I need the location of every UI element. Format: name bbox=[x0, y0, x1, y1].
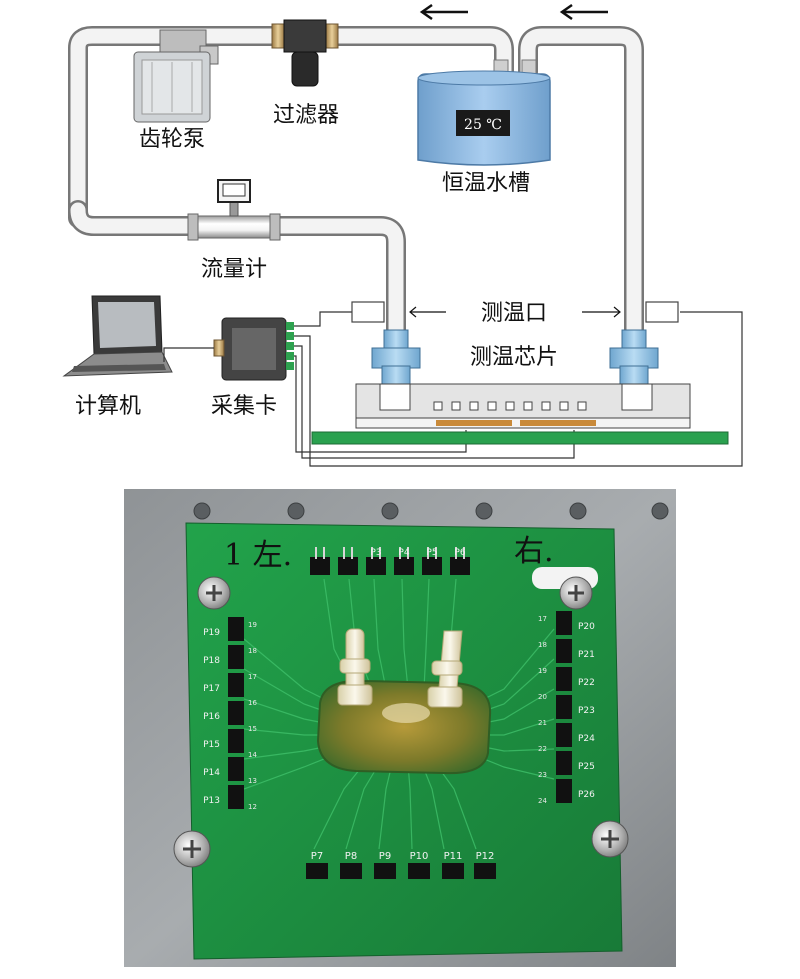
header-label: P3 bbox=[370, 548, 381, 558]
header-label: P13 bbox=[203, 796, 220, 806]
screw-icon bbox=[173, 830, 211, 868]
header-label: P23 bbox=[578, 706, 595, 716]
laptop-icon bbox=[62, 295, 173, 377]
pin-number: 13 bbox=[248, 777, 257, 785]
pin-number: 24 bbox=[538, 797, 547, 805]
bath-label: 恒温水槽 bbox=[442, 171, 530, 196]
header-label: P25 bbox=[578, 762, 595, 772]
flow-arrow-right bbox=[559, 3, 608, 21]
pin-number: 18 bbox=[248, 647, 257, 655]
header-column-left bbox=[228, 617, 244, 809]
filter-label: 过滤器 bbox=[273, 103, 339, 128]
flow-loop-schematic: 齿轮泵 过滤器 25 ℃ 恒温水槽 流量计 计算机 bbox=[62, 3, 743, 467]
header-label: P9 bbox=[379, 851, 391, 862]
fixture-holes bbox=[193, 502, 669, 520]
header-label: P12 bbox=[476, 851, 495, 862]
handwriting-left: 1 左. bbox=[224, 538, 292, 573]
header-label: P16 bbox=[203, 712, 220, 722]
pin-number: 17 bbox=[248, 673, 257, 681]
chip-cross-section bbox=[311, 383, 729, 445]
header-label: P15 bbox=[203, 740, 220, 750]
temp-port-left bbox=[351, 301, 385, 323]
header-label: P10 bbox=[410, 851, 429, 862]
header-label: P22 bbox=[578, 678, 595, 688]
pin-number: 23 bbox=[538, 771, 547, 779]
chip-connector-left bbox=[371, 329, 421, 385]
pin-number: 17 bbox=[538, 615, 547, 623]
header-label: P5 bbox=[426, 548, 437, 558]
header-label: P8 bbox=[345, 851, 357, 862]
bath-temperature-display: 25 ℃ bbox=[464, 117, 502, 133]
pump-label: 齿轮泵 bbox=[139, 127, 205, 152]
header-label: P21 bbox=[578, 650, 595, 660]
temp-port-right bbox=[645, 301, 679, 323]
header-label: P7 bbox=[311, 851, 323, 862]
temp-port-pointers bbox=[409, 306, 621, 318]
temp-chip-label: 测温芯片 bbox=[470, 345, 558, 370]
flow-arrow-left bbox=[419, 3, 468, 21]
header-label: P6 bbox=[454, 548, 465, 558]
handwriting-right: 右. bbox=[514, 534, 554, 569]
computer-label: 计算机 bbox=[75, 394, 141, 419]
water-bath-icon bbox=[417, 59, 551, 166]
header-label: P4 bbox=[398, 548, 409, 558]
pin-number: 14 bbox=[248, 751, 257, 759]
pin-number: 15 bbox=[248, 725, 257, 733]
pin-number: 19 bbox=[538, 667, 547, 675]
header-row-bottom bbox=[306, 863, 496, 879]
flowmeter-icon bbox=[187, 179, 281, 241]
temp-port-label: 测温口 bbox=[481, 301, 547, 326]
header-label: P24 bbox=[578, 734, 595, 744]
header-label: P11 bbox=[444, 851, 463, 862]
test-chip-photo: 1 左. 右. P3 P4 P5 P6 P19 P18 P17 P16 P15 … bbox=[124, 489, 676, 967]
daq-label: 采集卡 bbox=[211, 394, 277, 419]
filter-icon bbox=[271, 19, 339, 87]
screw-icon bbox=[591, 820, 629, 858]
header-label: P18 bbox=[203, 656, 220, 666]
chip-connector-right bbox=[609, 329, 659, 385]
gear-pump-icon bbox=[133, 29, 219, 123]
pipe-loop bbox=[68, 26, 644, 340]
header-label: P14 bbox=[203, 768, 220, 778]
pin-number: 20 bbox=[538, 693, 547, 701]
pin-number: 18 bbox=[538, 641, 547, 649]
header-row-top bbox=[310, 547, 470, 575]
tube-inlet bbox=[337, 628, 373, 706]
daq-card-icon bbox=[213, 317, 294, 381]
pin-number: 22 bbox=[538, 745, 547, 753]
header-label: P17 bbox=[203, 684, 220, 694]
header-label: P26 bbox=[578, 790, 595, 800]
pin-number: 12 bbox=[248, 803, 257, 811]
header-label: P20 bbox=[578, 622, 595, 632]
signal-wires bbox=[163, 311, 743, 467]
pin-number: 19 bbox=[248, 621, 257, 629]
screw-icon bbox=[197, 576, 231, 610]
header-column-right bbox=[556, 611, 572, 803]
pin-number: 21 bbox=[538, 719, 547, 727]
flowmeter-label: 流量计 bbox=[201, 257, 267, 282]
screw-icon bbox=[559, 576, 593, 610]
pin-number: 16 bbox=[248, 699, 257, 707]
header-label: P19 bbox=[203, 628, 220, 638]
tube-outlet bbox=[427, 630, 463, 708]
